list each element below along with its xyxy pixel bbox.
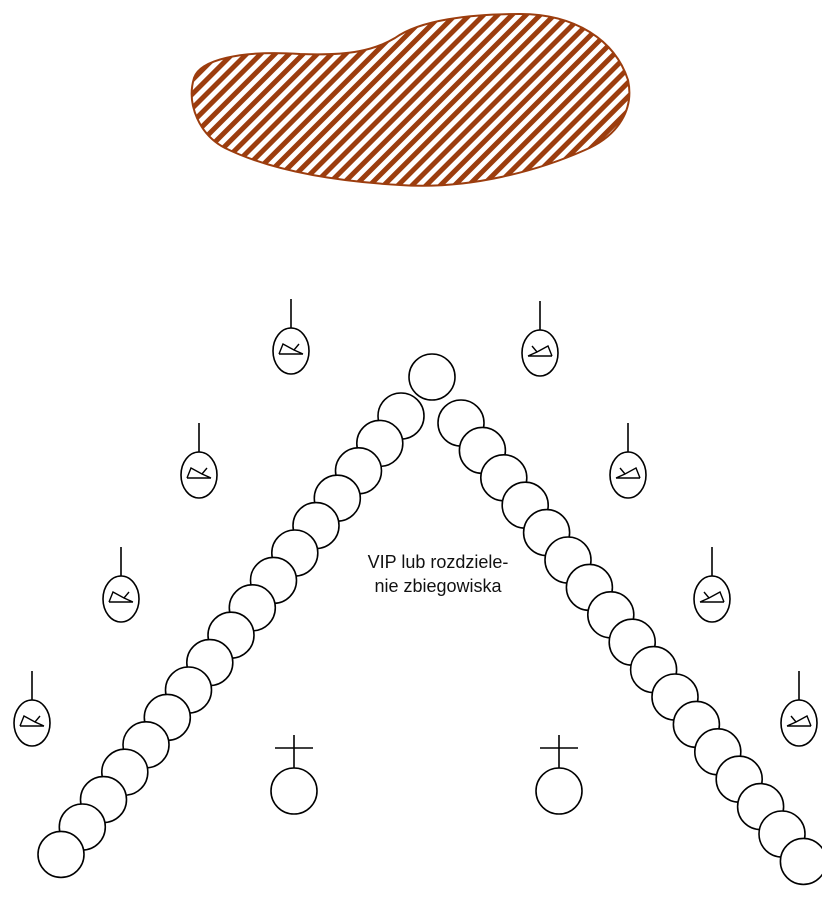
diagram-label: VIP lub rozdziele- nie zbiegowiska	[318, 550, 558, 598]
officer-circle-apex	[408, 353, 456, 401]
hatted-officers	[13, 299, 818, 747]
officer-circle-left	[37, 830, 85, 879]
label-line-1: VIP lub rozdziele-	[367, 552, 509, 572]
hatted-officer-icon	[780, 671, 818, 747]
officer-circle-right	[779, 837, 822, 886]
hatted-officer-icon	[180, 423, 218, 499]
label-line-2: nie zbiegowiska	[374, 576, 502, 596]
hatted-officer-icon	[13, 671, 51, 747]
hatched-crowd-area	[190, 12, 631, 187]
hatted-officer-icon	[609, 423, 647, 499]
commander-icon	[270, 735, 318, 815]
hatted-officer-icon	[693, 547, 731, 623]
officer-line	[37, 353, 822, 886]
hatted-officer-icon	[272, 299, 310, 375]
hatted-officer-icon	[521, 301, 559, 377]
commanders	[270, 735, 583, 815]
commander-icon	[535, 735, 583, 815]
hatted-officer-icon	[102, 547, 140, 623]
